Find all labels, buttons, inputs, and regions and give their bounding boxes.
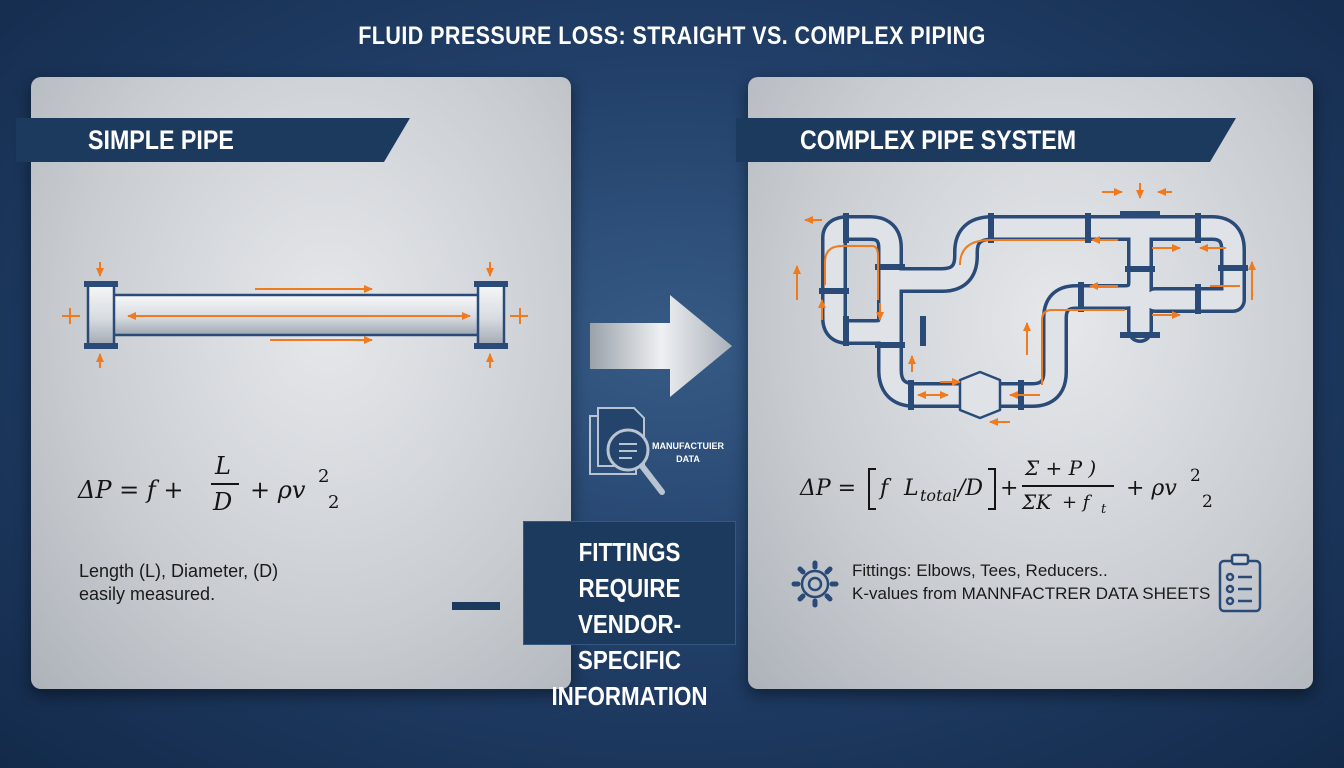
formula-fraction-bar xyxy=(211,483,239,485)
formula-fraction-numerator: L xyxy=(215,452,231,480)
complex-fraction-den-a: ΣK xyxy=(1022,490,1052,514)
manufacturer-label-line2: DATA xyxy=(676,454,700,464)
right-bracket xyxy=(988,468,996,510)
callout-line2: VENDOR-SPECIFIC xyxy=(577,609,682,675)
complex-note-line2: K-values from MANNFACTRER DATA SHEETS xyxy=(852,584,1211,603)
complex-pipe-flow-arrows xyxy=(793,183,1256,426)
scale-bar xyxy=(452,602,500,610)
complex-note-line1: Fittings: Elbows, Tees, Reducers.. xyxy=(852,561,1108,580)
page-title: FLUID PRESSURE LOSS: STRAIGHT VS. COMPLE… xyxy=(358,22,986,50)
pipe-flanges xyxy=(819,211,1248,410)
complex-formula-D: /D xyxy=(958,476,984,501)
complex-formula-f: f xyxy=(880,476,889,501)
complex-fraction-den-b: + f xyxy=(1062,492,1090,513)
complex-formula-superscript: 2 xyxy=(1190,466,1201,486)
formula-subscript: 2 xyxy=(328,492,340,513)
simple-pipe-panel xyxy=(31,77,571,689)
simple-pipe-note: Length (L), Diameter, (D) easily measure… xyxy=(79,560,278,606)
document-magnifier-icon xyxy=(589,407,665,495)
complex-pipe-network xyxy=(821,215,1246,420)
simple-note-line1: Length (L), Diameter, (D) xyxy=(79,561,279,581)
complex-formula-L: L xyxy=(904,476,919,501)
clipboard-checklist-icon xyxy=(1218,553,1262,613)
complex-fraction-bar xyxy=(1022,485,1114,487)
formula-rhs: + ρv xyxy=(250,476,306,504)
straight-pipe-flow-arrows xyxy=(62,262,528,368)
simple-note-line2: easily measured. xyxy=(79,584,216,604)
manufacturer-label-line1: MANUFACTUIER xyxy=(652,441,724,451)
formula-superscript: 2 xyxy=(318,466,330,487)
callout-line1: FITTINGS REQUIRE xyxy=(578,537,681,603)
manufacturer-data-label: MANUFACTUIER DATA xyxy=(645,440,731,466)
complex-fraction-den-sub: t xyxy=(1101,502,1107,517)
vendor-info-callout: FITTINGS REQUIRE VENDOR-SPECIFIC INFORMA… xyxy=(523,521,736,711)
complex-formula-subscript: 2 xyxy=(1202,492,1213,512)
complex-pipe-note: Fittings: Elbows, Tees, Reducers.. K-val… xyxy=(852,559,1210,605)
complex-formula-rhs: + ρv xyxy=(1126,476,1177,501)
formula-fraction-denominator: D xyxy=(213,488,233,516)
gear-icon xyxy=(791,560,839,608)
left-bracket xyxy=(868,468,876,510)
right-arrow-icon xyxy=(590,295,732,397)
formula-lhs: ΔP = f + xyxy=(78,476,184,504)
complex-fraction-numerator: Σ + P ) xyxy=(1025,456,1097,480)
complex-formula-plus: + xyxy=(1000,476,1019,501)
complex-formula-lhs: ΔP = xyxy=(800,476,857,501)
complex-formula-total: total xyxy=(920,486,958,505)
callout-line3: INFORMATION xyxy=(551,681,708,711)
